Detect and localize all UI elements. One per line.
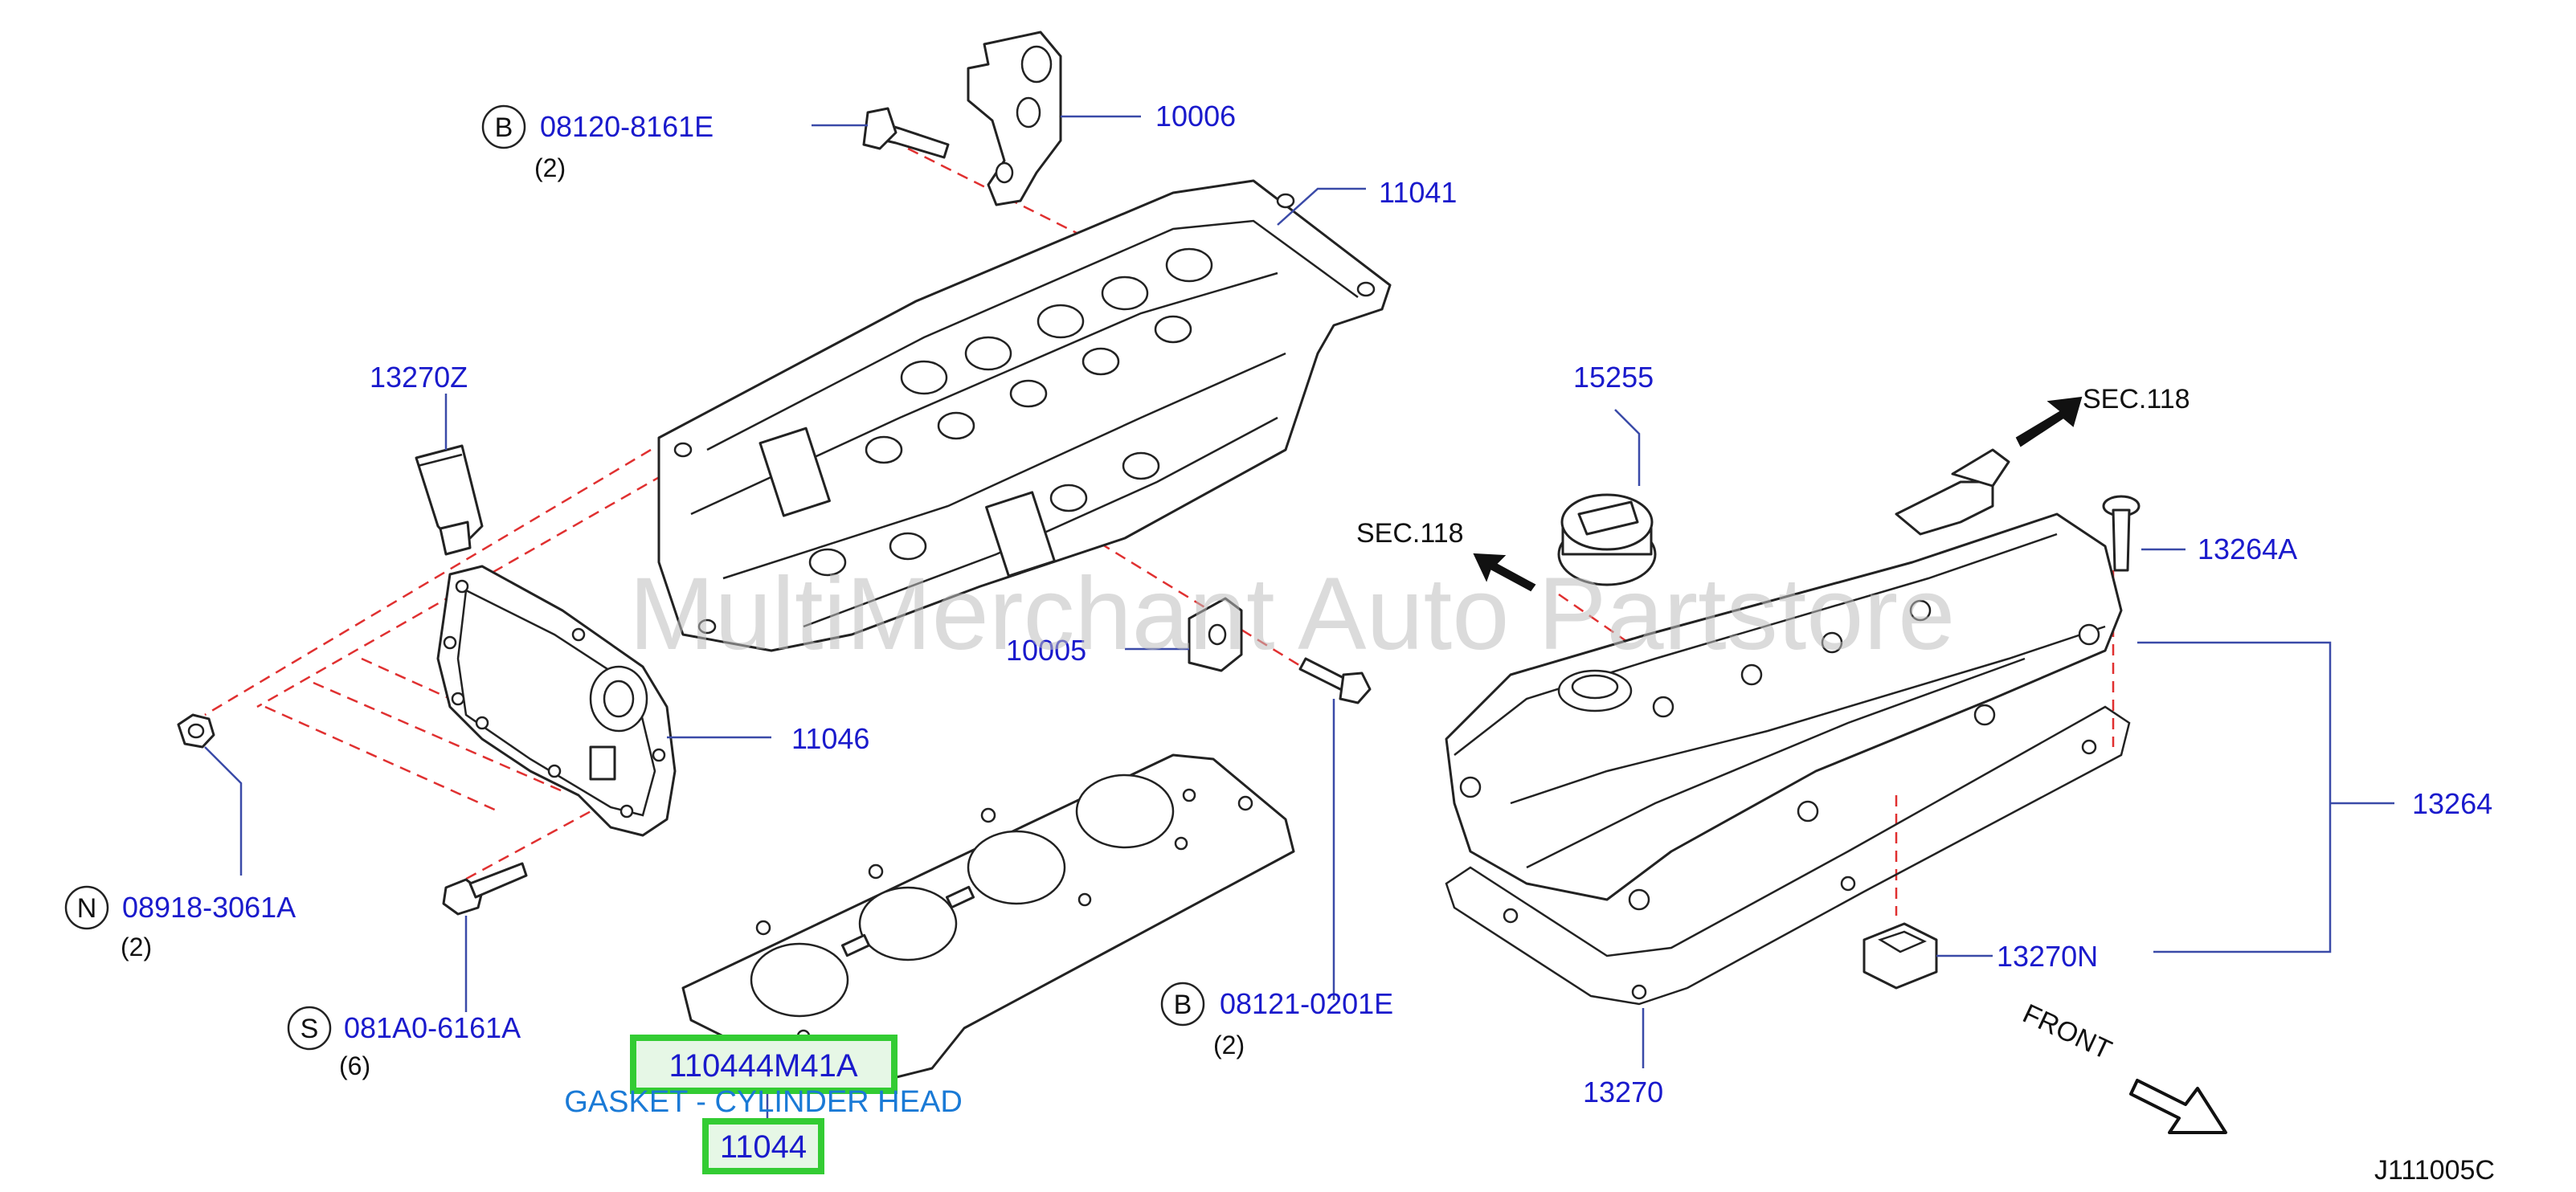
svg-text:B: B <box>495 112 513 143</box>
symbol-b-2: B <box>1160 982 1205 1027</box>
part-label-13264A[interactable]: 13264A <box>2198 533 2297 565</box>
cylinder-head-11041[interactable] <box>657 179 1392 652</box>
oil-cap-15255[interactable] <box>1557 493 1657 586</box>
svg-text:S: S <box>301 1014 319 1044</box>
part-label-08121-0201E[interactable]: 08121-0201E <box>1220 987 1393 1020</box>
part-label-13270[interactable]: 13270 <box>1583 1076 1663 1108</box>
bolt-08120-8161E[interactable] <box>862 107 950 159</box>
bolt-08121-0201E[interactable] <box>1298 657 1372 704</box>
qty-08121-0201E: (2) <box>1213 1031 1245 1059</box>
part-label-13270N[interactable]: 13270N <box>1997 940 2098 973</box>
sec-118-arrow-left <box>1473 553 1536 592</box>
front-cover-11046[interactable] <box>436 565 677 837</box>
sec-118-label-right[interactable]: SEC.118 <box>2083 384 2190 414</box>
symbol-n: N <box>64 885 109 930</box>
rocker-cover-gasket-13270[interactable] <box>1445 705 2131 1006</box>
part-label-13264[interactable]: 13264 <box>2412 787 2492 820</box>
part-label-10006[interactable]: 10006 <box>1155 100 1236 133</box>
part-label-08120-8161E[interactable]: 08120-8161E <box>540 110 714 143</box>
front-arrow-icon <box>2129 1079 2227 1134</box>
sealant-tube-13270Z[interactable] <box>415 444 484 556</box>
part-label-11041[interactable]: 11041 <box>1379 176 1457 209</box>
rocker-cover-13264[interactable] <box>1445 448 2123 911</box>
highlight-oem-number[interactable]: 110444M41A <box>630 1035 898 1094</box>
leader-lines <box>204 115 2394 1129</box>
part-label-10005[interactable]: 10005 <box>1006 634 1086 667</box>
symbol-b-1: B <box>481 104 526 149</box>
part-label-13270Z[interactable]: 13270Z <box>370 361 468 394</box>
symbol-s: S <box>287 1006 332 1051</box>
bolt-081A0-6161A[interactable] <box>442 862 528 916</box>
bolt-13264A[interactable] <box>2102 495 2141 572</box>
part-label-11046[interactable]: 11046 <box>791 722 869 755</box>
bracket-10005[interactable] <box>1188 597 1243 672</box>
front-label: FRONT <box>2018 998 2116 1066</box>
highlight-part-number[interactable]: 11044 <box>702 1118 824 1174</box>
seal-13270N[interactable] <box>1862 922 1938 990</box>
svg-text:B: B <box>1174 990 1192 1020</box>
qty-081A0-6161A: (6) <box>339 1051 370 1080</box>
head-gasket-11044[interactable] <box>681 753 1295 1082</box>
part-label-15255[interactable]: 15255 <box>1573 361 1654 394</box>
qty-08918-3061A: (2) <box>121 933 152 961</box>
svg-text:N: N <box>77 893 97 924</box>
sec-118-label-left[interactable]: SEC.118 <box>1356 518 1464 549</box>
watermark: MultiMerchant Auto Partstore <box>629 557 1956 672</box>
part-label-081A0-6161A[interactable]: 081A0-6161A <box>344 1011 521 1044</box>
oem-number-text: 110444M41A <box>669 1048 858 1084</box>
part-description: GASKET - CYLINDER HEAD <box>564 1085 963 1119</box>
qty-08120-8161E: (2) <box>534 153 566 182</box>
sec-118-arrow-right <box>2015 396 2083 447</box>
diagram-code: J111005C <box>2374 1155 2495 1186</box>
part-label-08918-3061A[interactable]: 08918-3061A <box>122 891 296 924</box>
nut-08918-3061A[interactable] <box>177 713 215 749</box>
part-number-text: 11044 <box>720 1129 807 1165</box>
bracket-10006[interactable] <box>967 31 1062 206</box>
